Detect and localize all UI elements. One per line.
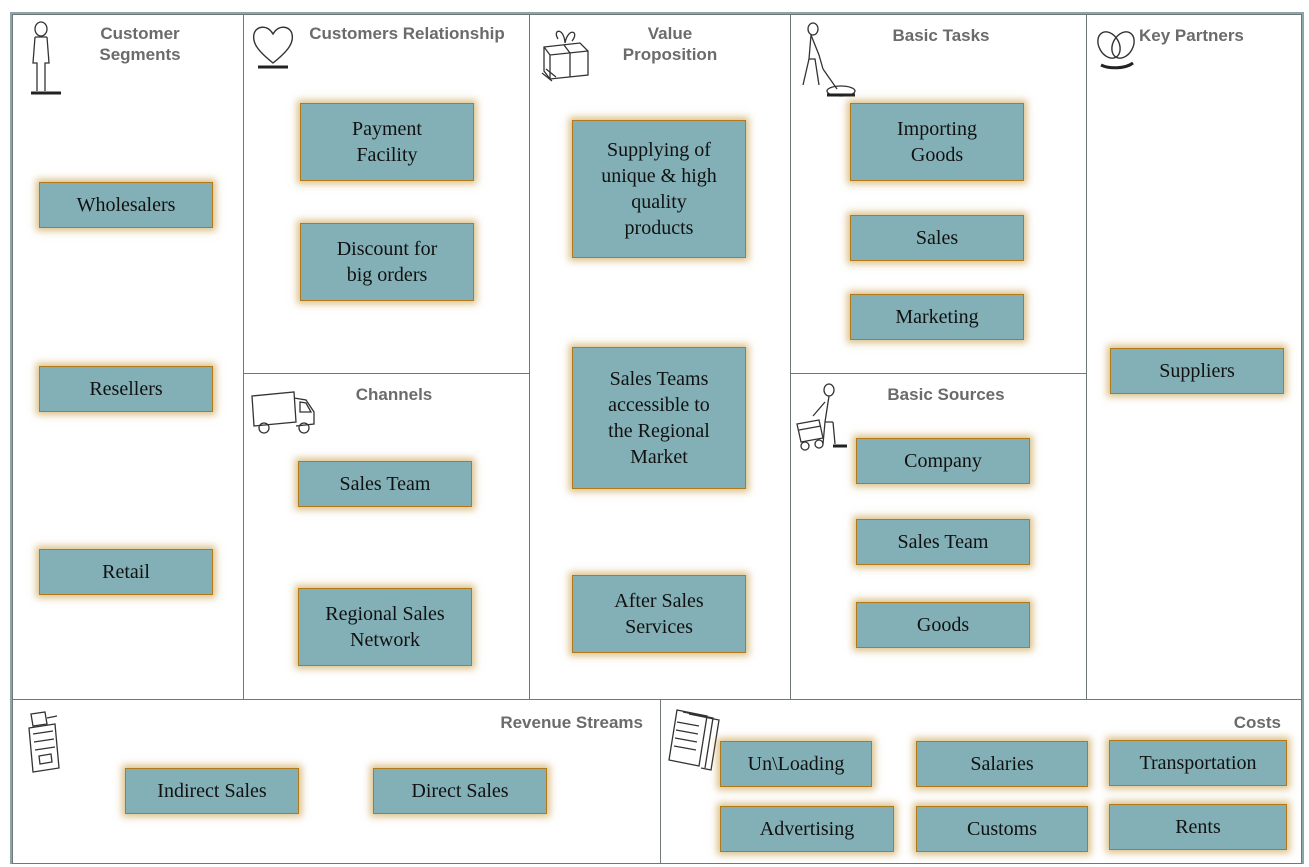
truck-icon (250, 386, 316, 436)
rents-card: Rents (1109, 804, 1287, 850)
unique-products-card: Supplying of unique & high quality produ… (572, 120, 746, 258)
standing-person-icon (23, 19, 63, 97)
resellers-card: Resellers (39, 366, 213, 412)
after-sales-services-card: After Sales Services (572, 575, 746, 653)
revenue-streams-section: Revenue Streams Indirect Sales Direct Sa… (12, 699, 661, 864)
direct-sales-card: Direct Sales (373, 768, 547, 814)
costs-title: Costs (1233, 713, 1281, 732)
discount-card: Discount for big orders (300, 223, 474, 301)
person-with-cart-icon (793, 380, 853, 460)
retail-card: Retail (39, 549, 213, 595)
goods-card: Goods (856, 602, 1030, 648)
channels-sales-team-card: Sales Team (298, 461, 472, 507)
customer-segments-title: Customer Segments (99, 24, 181, 64)
value-proposition-section: Value Proposition Supplying of unique & … (529, 14, 791, 700)
company-card: Company (856, 438, 1030, 484)
business-model-canvas: Customer Segments Wholesalers Resellers … (10, 12, 1304, 864)
marketing-card: Marketing (850, 294, 1024, 340)
channels-title: Channels (355, 385, 433, 404)
salaries-card: Salaries (916, 741, 1088, 787)
customs-card: Customs (916, 806, 1088, 852)
key-partners-section: Key Partners Suppliers (1086, 14, 1302, 700)
suppliers-card: Suppliers (1110, 348, 1284, 394)
payment-facility-card: Payment Facility (300, 103, 474, 181)
wholesalers-card: Wholesalers (39, 182, 213, 228)
importing-goods-card: Importing Goods (850, 103, 1024, 181)
costs-section: Costs Un\Loading Salaries Transportation… (660, 699, 1302, 864)
customer-segments-section: Customer Segments Wholesalers Resellers … (12, 14, 244, 700)
transportation-card: Transportation (1109, 740, 1287, 786)
person-working-icon (797, 19, 857, 99)
documents-icon (667, 706, 725, 776)
regional-sales-network-card: Regional Sales Network (298, 588, 472, 666)
basic-sources-section: Basic Sources Company Sales Team Goods (790, 373, 1087, 700)
cash-register-icon (25, 704, 71, 776)
customer-relationship-title: Customers Relationship (309, 24, 505, 43)
basic-tasks-sales-card: Sales (850, 215, 1024, 261)
customer-relationship-section: Customers Relationship Payment Facility … (243, 14, 530, 374)
basic-tasks-title: Basic Tasks (892, 26, 990, 45)
gift-box-icon (538, 25, 594, 82)
revenue-streams-title: Revenue Streams (500, 713, 643, 732)
advertising-card: Advertising (720, 806, 894, 852)
value-proposition-title: Value Proposition (622, 24, 718, 64)
unloading-card: Un\Loading (720, 741, 872, 787)
basic-tasks-section: Basic Tasks Importing Goods Sales Market… (790, 14, 1087, 374)
regional-market-card: Sales Teams accessible to the Regional M… (572, 347, 746, 489)
channels-section: Channels Sales Team Regional Sales Netwo… (243, 373, 530, 700)
chain-links-icon (1091, 23, 1141, 71)
key-partners-title: Key Partners (1139, 26, 1244, 45)
indirect-sales-card: Indirect Sales (125, 768, 299, 814)
heart-icon (250, 21, 296, 71)
basic-sources-sales-team-card: Sales Team (856, 519, 1030, 565)
basic-sources-title: Basic Sources (887, 385, 1005, 404)
